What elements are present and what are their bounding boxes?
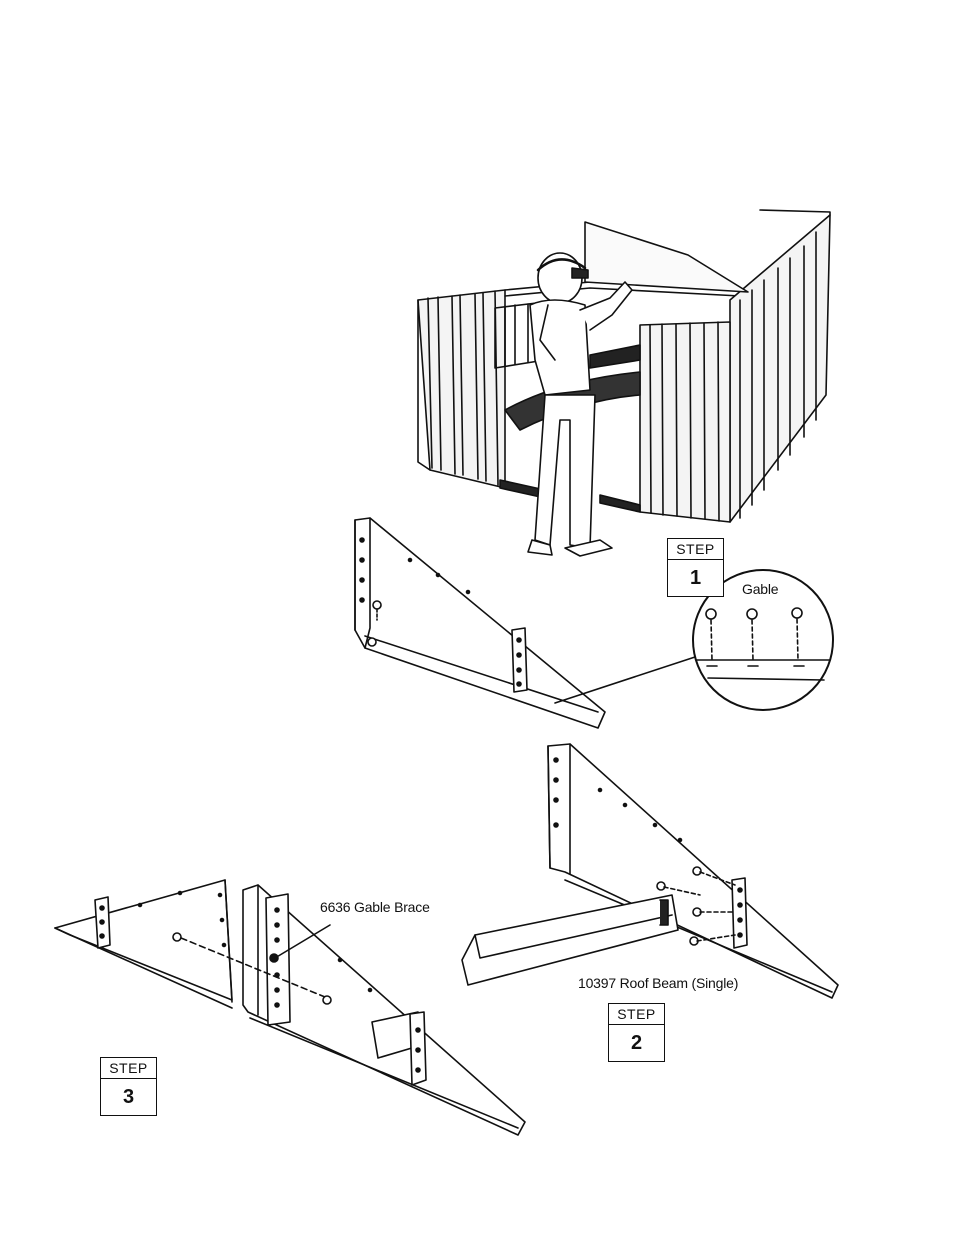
worker-figure	[528, 253, 632, 556]
step-number: 2	[609, 1025, 664, 1061]
step-1-box: STEP 1	[667, 538, 724, 597]
step-label: STEP	[101, 1058, 156, 1079]
step-label: STEP	[609, 1004, 664, 1025]
step-number: 3	[101, 1079, 156, 1115]
step-3-box: STEP 3	[100, 1057, 157, 1116]
gable-brace-callout: 6636 Gable Brace	[320, 899, 430, 915]
shed-walls-illustration	[418, 210, 830, 522]
step-number: 1	[668, 560, 723, 596]
gable-panel-step1	[355, 518, 695, 728]
gable-callout: Gable	[742, 581, 778, 597]
step-label: STEP	[668, 539, 723, 560]
step-2-box: STEP 2	[608, 1003, 665, 1062]
gable-with-roof-beam-step2	[462, 744, 838, 998]
roof-beam-callout: 10397 Roof Beam (Single)	[578, 975, 738, 991]
